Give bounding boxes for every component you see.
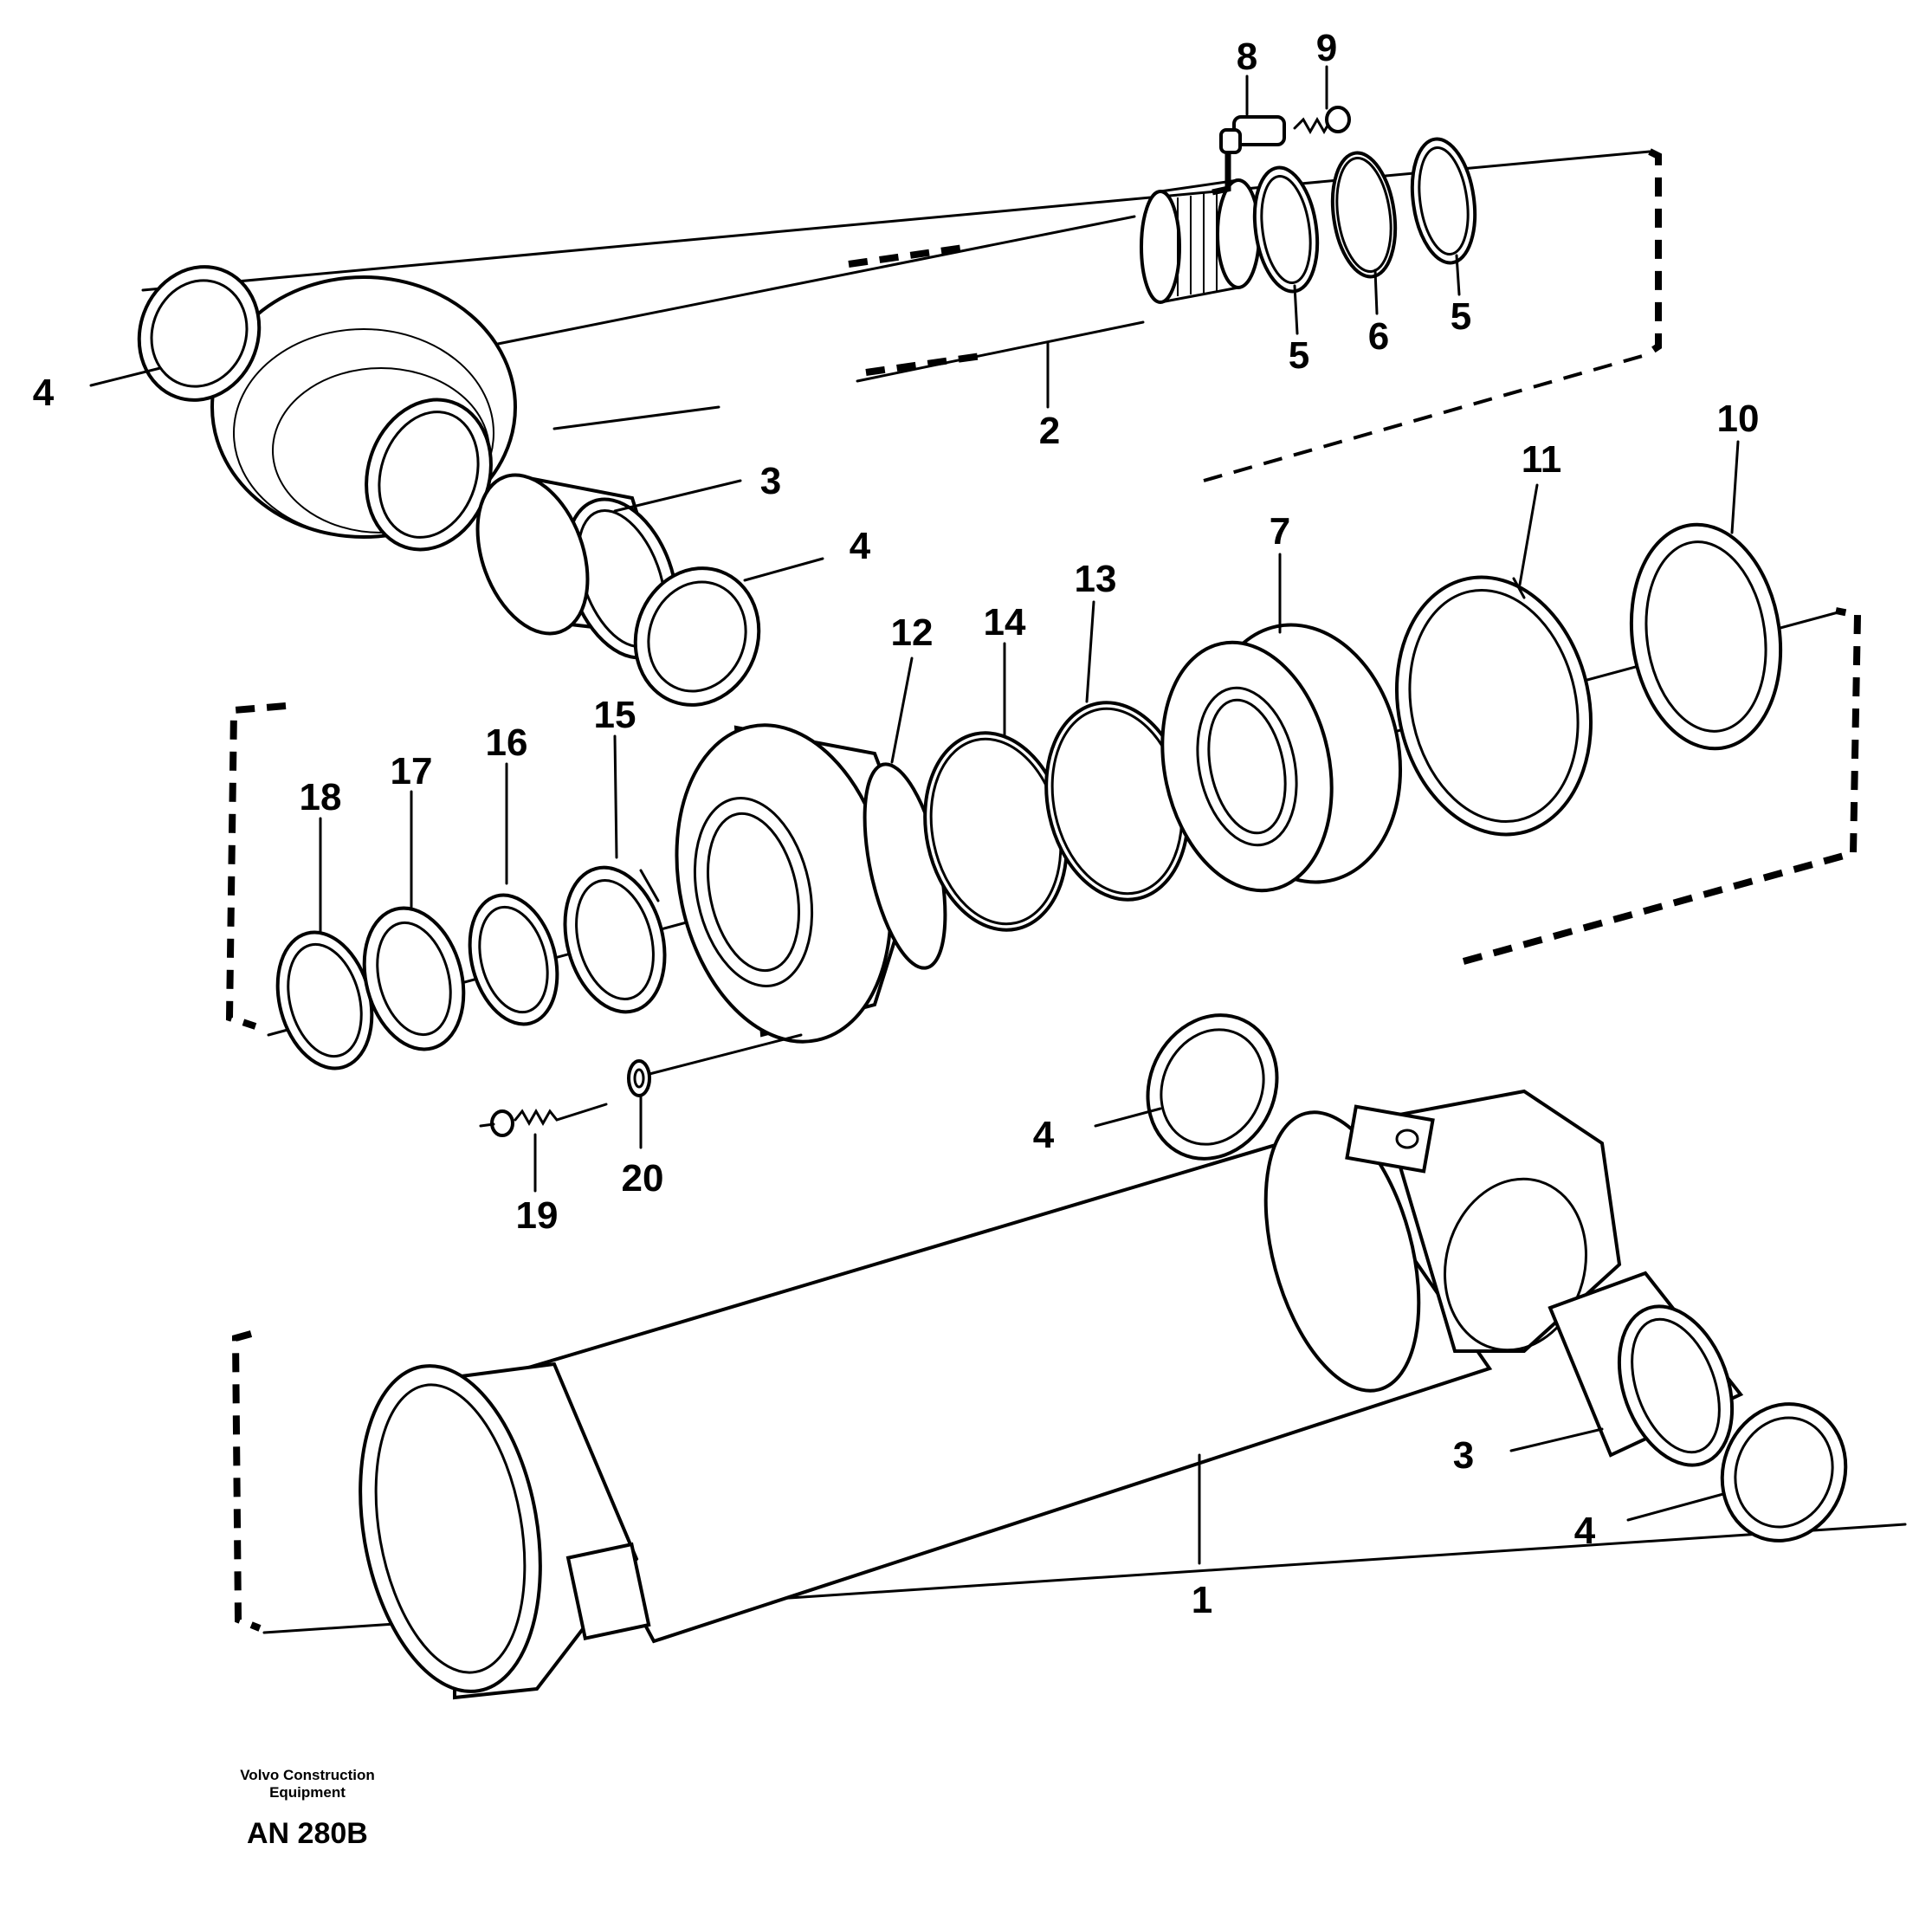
seal-17: [362, 906, 466, 1051]
seal-ring-4-middle: [633, 566, 761, 707]
seal-ring-4-top-left: [137, 265, 262, 402]
callout-9: 9: [1316, 27, 1337, 69]
callout-4: 4: [850, 525, 871, 567]
callout-3: 3: [760, 460, 781, 502]
leader-lines: [89, 65, 1740, 1565]
washer-20: [627, 1033, 803, 1097]
callout-19: 19: [516, 1194, 559, 1237]
tube-rear-eye: [1345, 1089, 1622, 1353]
callout-7: 7: [1270, 510, 1290, 553]
callout-15: 15: [594, 694, 636, 736]
footer-brand-line2: Equipment: [269, 1784, 346, 1801]
piston-rod-assembly: [137, 106, 1662, 707]
callout-3: 3: [1453, 1434, 1474, 1477]
seal-14: [923, 731, 1069, 932]
seal-10: [1629, 522, 1783, 751]
callout-10: 10: [1717, 398, 1760, 440]
callout-12: 12: [891, 611, 934, 654]
callout-numbers: 8 9 4 2 5 6 5 3 4 10 11 7 13 14 12 15 16…: [33, 27, 1760, 1621]
callout-4: 4: [1033, 1114, 1055, 1156]
cylinder-head-12: [675, 723, 947, 1044]
callout-2: 2: [1039, 410, 1060, 452]
screw-19: [479, 1103, 608, 1137]
callout-4: 4: [33, 372, 55, 414]
callout-18: 18: [300, 776, 342, 818]
callout-17: 17: [391, 750, 433, 792]
callout-14: 14: [984, 601, 1026, 644]
bushing-3-bottom: [1548, 1271, 1744, 1467]
seal-16: [468, 893, 559, 1026]
footer-brand-line1: Volvo Construction: [240, 1767, 375, 1783]
callout-20: 20: [622, 1157, 664, 1200]
callout-4: 4: [1574, 1510, 1596, 1552]
callout-1: 1: [1192, 1579, 1212, 1621]
callout-5: 5: [1289, 334, 1309, 377]
cylinder-head-assembly: [225, 522, 1862, 1137]
cylinder-tube-assembly: [231, 1013, 1907, 1700]
rod-collar: [1140, 178, 1261, 304]
callout-13: 13: [1075, 558, 1117, 600]
callout-11: 11: [1522, 438, 1562, 481]
figure-code: AN 280B: [247, 1817, 368, 1850]
guide-ring-11: [1394, 575, 1593, 837]
grease-nipple-8: [1212, 115, 1286, 196]
guide-ring-15: [563, 865, 667, 1014]
seal-ring-4-bottom-right: [1720, 1402, 1848, 1543]
seal-5-right: [1410, 137, 1477, 265]
tube-flange-end: [359, 1362, 651, 1700]
callout-5: 5: [1451, 295, 1471, 338]
seal-ring-4-tube: [1146, 1013, 1279, 1161]
piston-7: [1160, 623, 1403, 893]
callout-8: 8: [1237, 36, 1257, 78]
spring-9: [1293, 106, 1351, 135]
callout-16: 16: [486, 721, 528, 764]
callout-6: 6: [1368, 315, 1389, 358]
seal-6: [1330, 151, 1398, 279]
footer: Volvo Construction Equipment AN 280B: [240, 1767, 375, 1850]
